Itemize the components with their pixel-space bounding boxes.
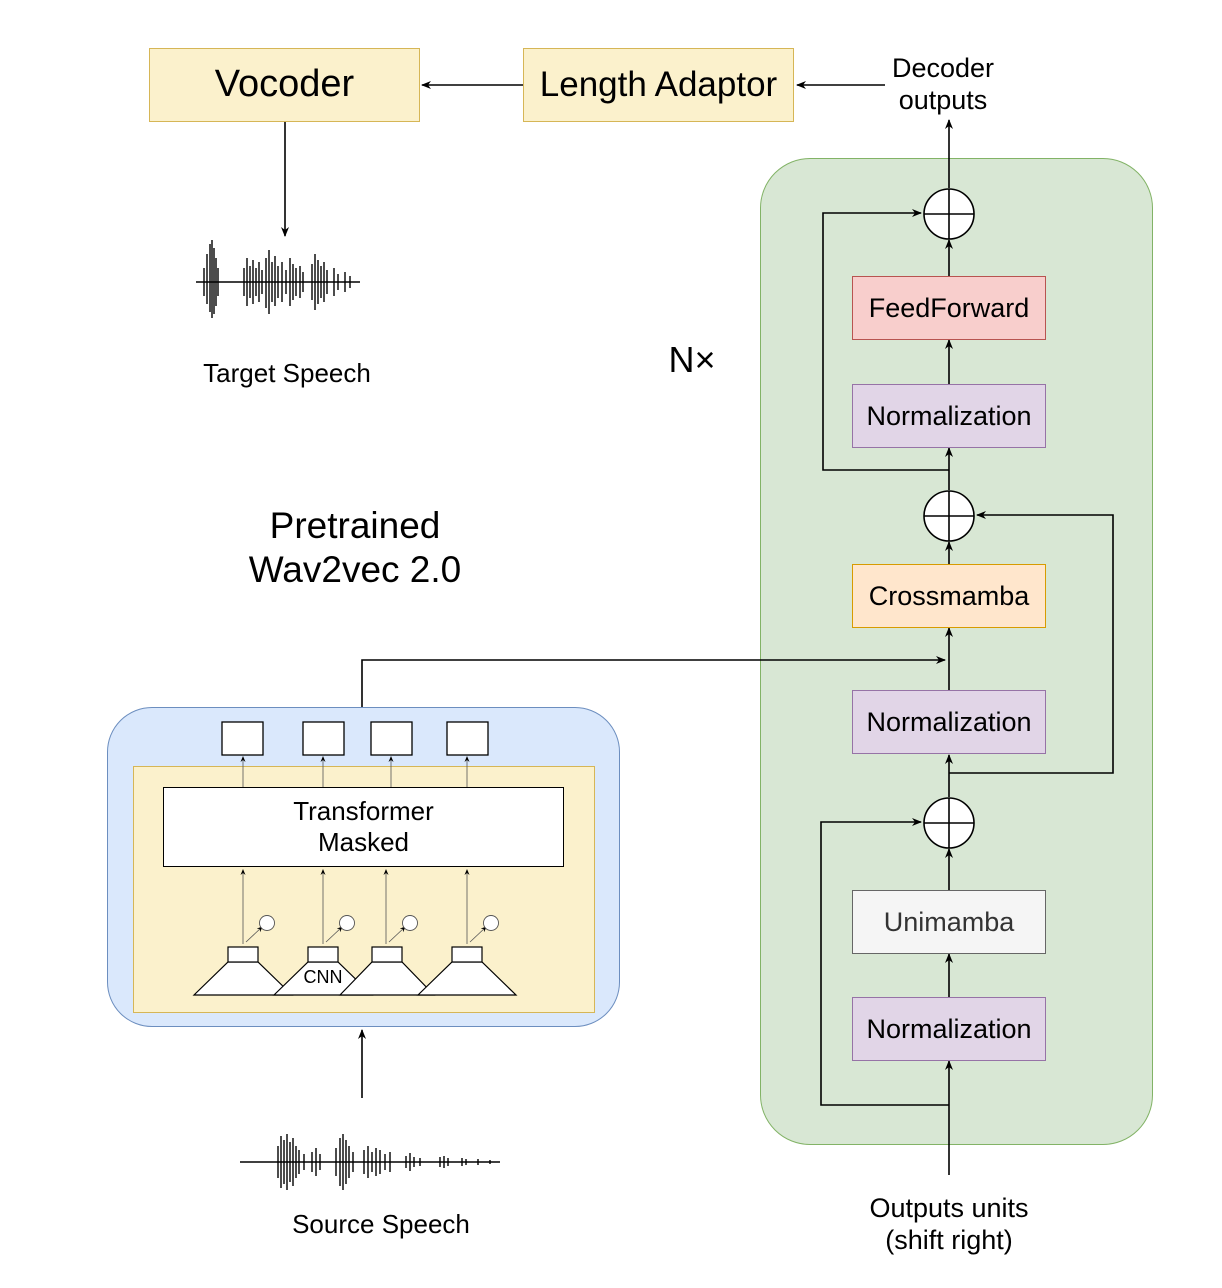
feedforward-label: FeedForward (868, 292, 1030, 323)
quantizer-node-4 (483, 915, 499, 931)
decoder-outputs-label: Decoder outputs (891, 53, 995, 116)
unimamba-box: Unimamba (852, 890, 1046, 954)
normalization-box-top: Normalization (852, 384, 1046, 448)
residual-low (820, 818, 949, 1106)
vocoder-label: Vocoder (214, 63, 355, 106)
length-adaptor-box: Length Adaptor (523, 48, 794, 122)
encoder-title: Pretrained Wav2vec 2.0 (248, 505, 462, 591)
target-speech-label: Target Speech (203, 358, 371, 388)
add-icon-mid (923, 490, 975, 542)
normalization-box-mid: Normalization (852, 690, 1046, 754)
vocoder-box: Vocoder (149, 48, 420, 122)
output-token-2 (302, 721, 345, 756)
output-token-3 (370, 721, 413, 756)
outputs-units-label: Outputs units (shift right) (869, 1193, 1029, 1256)
repeat-count-label: N× (668, 339, 716, 380)
arrow-encoder-to-crossmamba (361, 656, 946, 707)
residual-mid (949, 511, 1114, 774)
feedforward-box: FeedForward (852, 276, 1046, 340)
source-speech-label: Source Speech (292, 1209, 470, 1239)
normalization-box-bottom: Normalization (852, 997, 1046, 1061)
quantizer-node-2 (339, 915, 355, 931)
quantizer-node-3 (402, 915, 418, 931)
source-speech-waveform (240, 1134, 500, 1190)
cnn-label: CNN (303, 967, 343, 987)
normalization-label-top: Normalization (866, 400, 1032, 431)
add-icon-top (923, 188, 975, 240)
quantizer-node-1 (259, 915, 275, 931)
residual-top (822, 209, 949, 471)
unimamba-label: Unimamba (883, 906, 1015, 937)
normalization-label-bottom: Normalization (866, 1013, 1032, 1044)
length-adaptor-label: Length Adaptor (539, 65, 778, 104)
cnn-shape-4 (416, 961, 518, 996)
transformer-label: Transformer Masked (293, 795, 434, 857)
normalization-label-mid: Normalization (866, 706, 1032, 737)
output-token-4 (446, 721, 489, 756)
add-icon-low (923, 797, 975, 849)
crossmamba-label: Crossmamba (868, 580, 1030, 611)
transformer-box: Transformer Masked (163, 787, 564, 867)
target-speech-waveform (196, 240, 360, 318)
output-token-1 (221, 721, 264, 756)
crossmamba-box: Crossmamba (852, 564, 1046, 628)
cnn-shape-1 (192, 961, 294, 996)
